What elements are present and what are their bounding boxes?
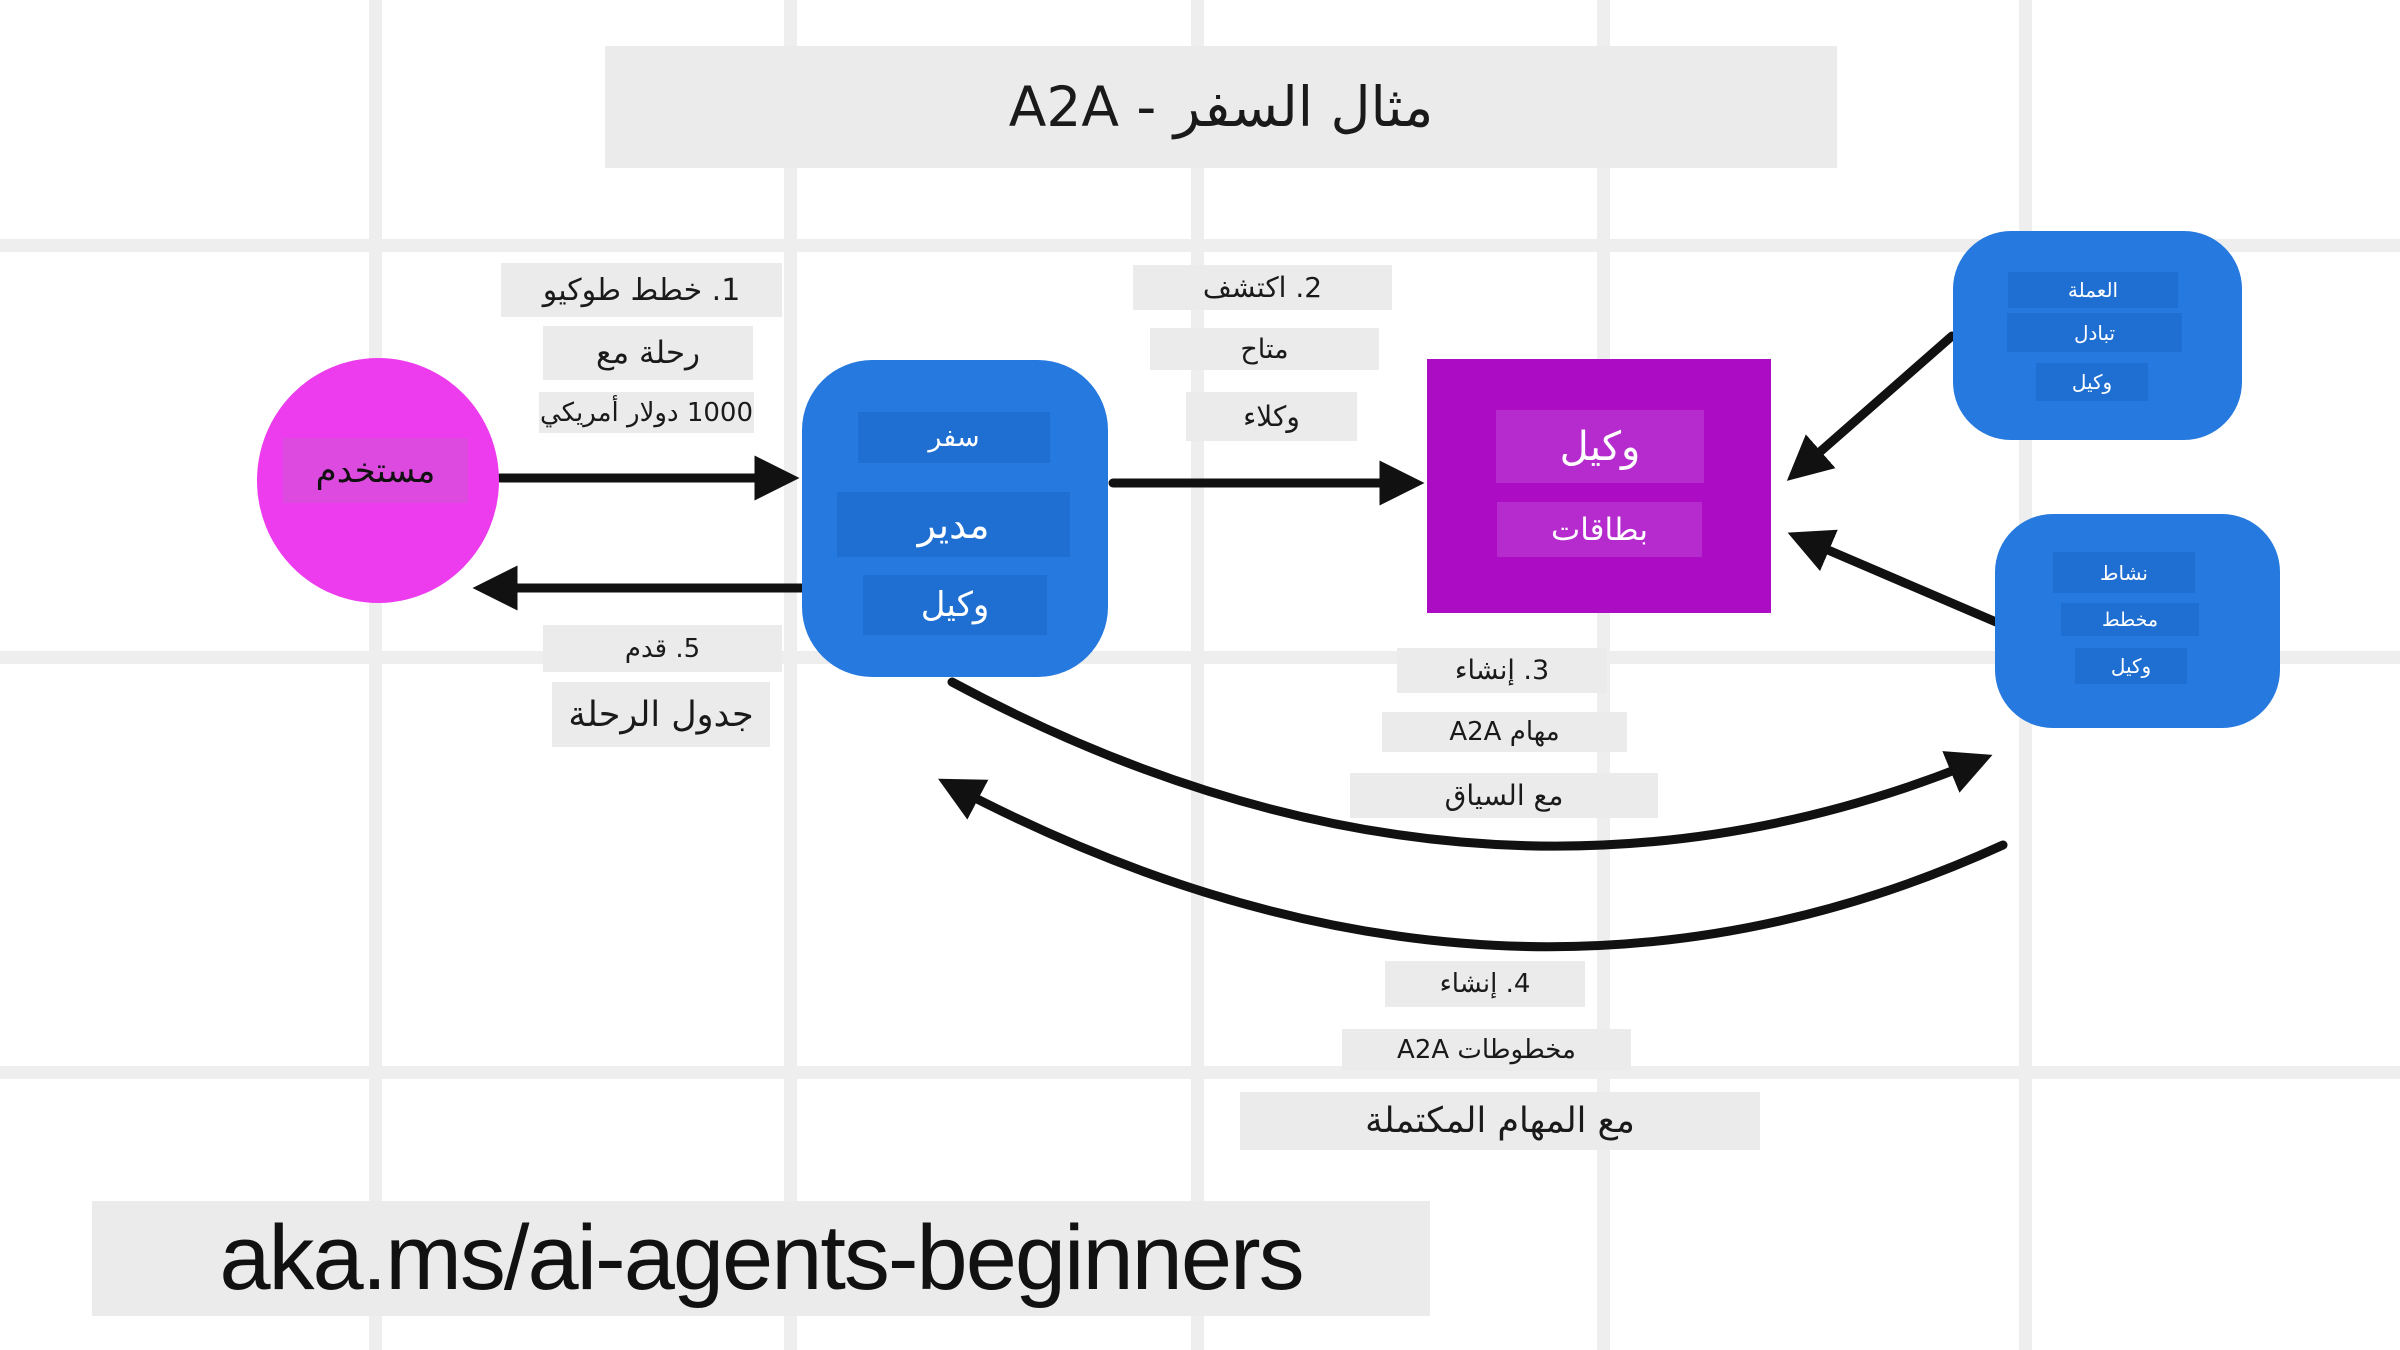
travel-manager-line3: وكيل	[863, 575, 1047, 635]
currency-exchange-line1: العملة	[2008, 272, 2178, 308]
currency-exchange-agent-node: العملة تبادل وكيل	[1953, 231, 2242, 440]
step3-label-line3: مع السياق	[1350, 773, 1658, 818]
user-node: مستخدم	[257, 358, 499, 603]
activity-planner-agent-node: نشاط مخطط وكيل	[1995, 514, 2280, 728]
arrow-activity-to-agent-cards	[1787, 529, 2001, 627]
grid-hline	[0, 239, 2400, 252]
step5-label-line1: 5. قدم	[543, 625, 782, 672]
grid-vline	[369, 0, 382, 1350]
travel-manager-line1: سفر	[858, 412, 1050, 463]
activity-planner-line1: نشاط	[2053, 552, 2195, 593]
currency-exchange-line3: وكيل	[2036, 363, 2148, 401]
grid-vline	[784, 0, 797, 1350]
diagram-title: مثال السفر - A2A	[605, 46, 1837, 168]
agent-cards-line2: بطاقات	[1497, 502, 1702, 557]
step2-label-line3: وكلاء	[1186, 392, 1357, 441]
step2-label-line2: متاح	[1150, 328, 1379, 370]
step1-label-line3: 1000 دولار أمريكي	[539, 392, 754, 433]
step3-label-line2: مهام A2A	[1382, 712, 1627, 752]
step1-label-line2: رحلة مع	[543, 326, 753, 380]
agent-cards-node: وكيل بطاقات	[1427, 359, 1771, 613]
currency-exchange-line2: تبادل	[2007, 313, 2182, 352]
grid-hline	[0, 1066, 2400, 1079]
step3-label-line1: 3. إنشاء	[1397, 648, 1607, 693]
travel-manager-agent-node: سفر مدير وكيل	[802, 360, 1108, 677]
step4-label-line2: مخطوطات A2A	[1342, 1029, 1631, 1071]
arrow-create-a2a-tasks-curve	[947, 677, 1993, 851]
arrow-currency-to-agent-cards	[1786, 331, 1957, 481]
travel-manager-line2: مدير	[837, 492, 1070, 557]
step4-label-line3: مع المهام المكتملة	[1240, 1092, 1760, 1150]
step5-label-line2: جدول الرحلة	[552, 682, 770, 747]
activity-planner-line3: وكيل	[2075, 648, 2187, 684]
step1-label-line1: 1. خطط طوكيو	[501, 263, 782, 317]
arrow-create-a2a-artifacts-curve	[938, 778, 2008, 952]
step4-label-line1: 4. إنشاء	[1385, 961, 1585, 1007]
activity-planner-line2: مخطط	[2061, 603, 2199, 636]
user-label: مستخدم	[283, 438, 468, 503]
step2-label-line1: 2. اكتشف	[1133, 265, 1392, 310]
footer-url: aka.ms/ai-agents-beginners	[92, 1201, 1430, 1316]
agent-cards-line1: وكيل	[1496, 410, 1704, 483]
